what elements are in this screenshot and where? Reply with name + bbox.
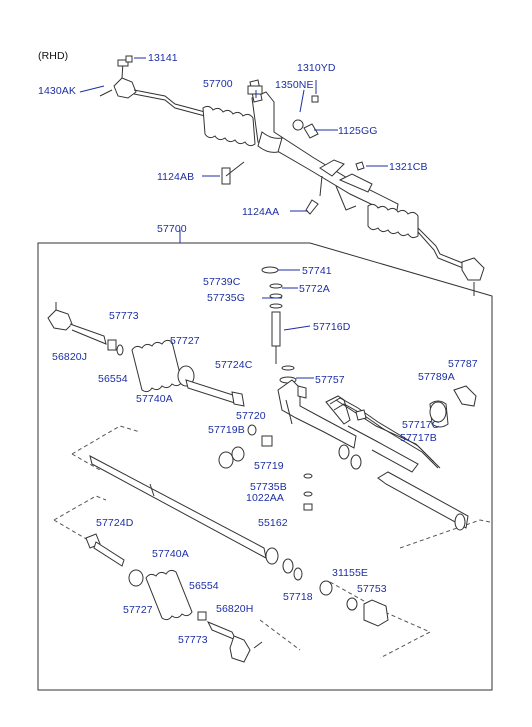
box-jam-nut-small [107,339,124,356]
box-left-tie-rod-end [47,302,107,345]
part-label-57740a-lower[interactable]: 57740A [152,548,189,560]
part-label-57757[interactable]: 57757 [315,374,345,386]
part-label-57718[interactable]: 57718 [283,591,313,603]
pinion-seal-stack [261,266,297,384]
part-label-1124aa[interactable]: 1124AA [242,206,280,218]
box-feed-pipes [329,397,439,469]
top-gear-housing [247,79,399,217]
box-lower-tie-rod-end [197,611,263,663]
box-cylinder-tube [377,471,469,531]
top-left-tie-rod-end [99,59,206,117]
part-label-1310yd[interactable]: 1310YD [297,62,336,74]
part-label-55162[interactable]: 55162 [258,517,288,529]
part-label-56820h[interactable]: 56820H [216,603,254,615]
variant-note: (RHD) [38,50,69,62]
part-label-1430ak[interactable]: 1430AK [38,85,76,97]
part-label-57727-lower[interactable]: 57727 [123,604,153,616]
part-label-57700-box[interactable]: 57700 [157,223,187,235]
part-label-57741[interactable]: 57741 [302,265,332,277]
part-label-31155e[interactable]: 31155E [332,567,369,579]
part-label-13141[interactable]: 13141 [148,52,178,64]
box-bracket [429,385,477,428]
top-left-boot [202,105,256,147]
top-right-boot [367,203,419,239]
part-label-57727-left[interactable]: 57727 [170,335,200,347]
part-label-1350ne[interactable]: 1350NE [275,79,314,91]
box-clamp-ring-lower [128,569,144,587]
part-label-57789a[interactable]: 57789A [418,371,455,383]
part-label-56554-lower[interactable]: 56554 [189,580,219,592]
part-label-57735g[interactable]: 57735G [207,292,245,304]
part-label-5772a[interactable]: 5772A [299,283,330,295]
top-leader-lines [255,80,317,113]
part-label-57753[interactable]: 57753 [357,583,387,595]
part-label-57773-left[interactable]: 57773 [109,310,139,322]
top-bolts [79,55,388,215]
part-label-57719[interactable]: 57719 [254,460,284,472]
box-left-boot [131,339,183,393]
part-label-57717c[interactable]: 57717C [402,419,440,431]
part-label-57740a-left[interactable]: 57740A [136,393,173,405]
part-label-57700-top[interactable]: 57700 [203,78,233,90]
box-inner-tie-rod-upper [185,379,245,407]
part-label-56820j[interactable]: 56820J [52,351,88,363]
box-lower-boot [145,569,193,621]
part-label-57724c[interactable]: 57724C [215,359,253,371]
part-label-56554-left[interactable]: 56554 [98,373,128,385]
part-label-57787[interactable]: 57787 [448,358,478,370]
part-label-1124ab[interactable]: 1124AB [157,171,195,183]
box-rack-seals [265,547,389,627]
box-mount-bushes [218,424,313,511]
part-label-57724d[interactable]: 57724D [96,517,134,529]
part-label-57739c[interactable]: 57739C [203,276,241,288]
assembly-box [37,242,493,691]
part-label-57720[interactable]: 57720 [236,410,266,422]
part-label-1125gg[interactable]: 1125GG [338,125,378,137]
part-label-1321cb[interactable]: 1321CB [389,161,428,173]
part-label-57773-lower[interactable]: 57773 [178,634,208,646]
part-label-57716d[interactable]: 57716D [313,321,351,333]
part-label-1022aa[interactable]: 1022AA [246,492,284,504]
box-inner-tie-rod-lower [85,533,125,567]
pinion-leaders [262,269,314,379]
part-label-57719b[interactable]: 57719B [208,424,245,436]
part-label-57717b[interactable]: 57717B [400,432,437,444]
part-label-57735b[interactable]: 57735B [250,481,287,493]
top-right-tie-rod-end [417,227,485,296]
box-rack-bar [89,455,267,559]
